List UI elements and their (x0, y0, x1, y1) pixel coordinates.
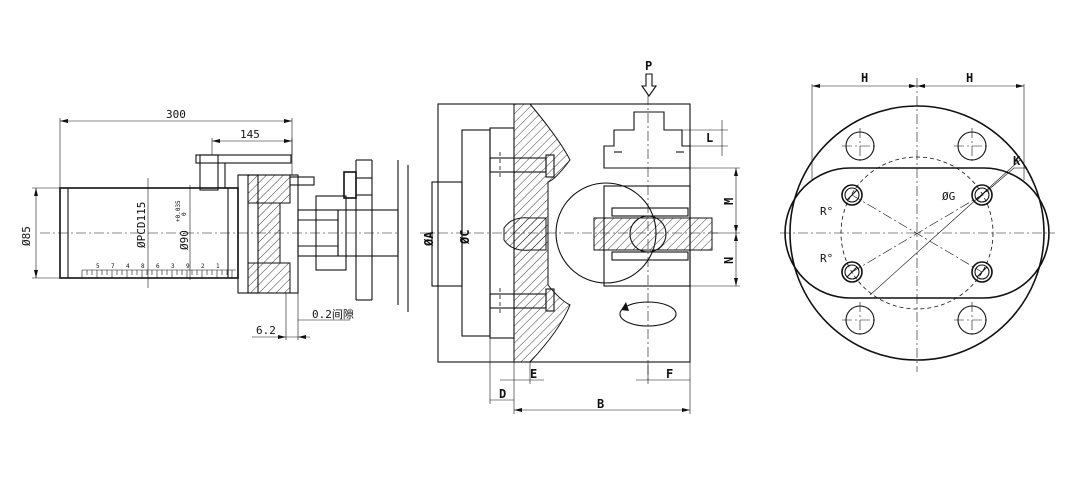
pcd-label: ØPCD115 (135, 202, 148, 248)
scale-number: 2 (201, 263, 205, 270)
dim-85-label: Ø85 (20, 226, 33, 246)
tol-plus-label: +0.035 (175, 200, 182, 222)
mount-hole (974, 264, 990, 280)
mount-hole (841, 261, 863, 283)
dia-c-label: ØC (458, 230, 472, 245)
h-left-label: H (861, 71, 868, 85)
d-label: D (499, 387, 506, 401)
scale-number: 8 (141, 263, 145, 270)
l-label: L (706, 131, 713, 145)
scale-number: 5 (96, 263, 100, 270)
e-label: E (530, 367, 537, 381)
dim-6-2-label: 6.2 (256, 324, 276, 337)
mount-hole (971, 184, 993, 206)
scale-number: 6 (156, 263, 160, 270)
dia-a-label: ØA (422, 231, 436, 247)
r-bottom-label: R° (820, 252, 833, 265)
mount-hole (844, 264, 860, 280)
bore-label: Ø90 (178, 230, 191, 250)
b-label: B (597, 397, 604, 411)
mount-hole (844, 187, 860, 203)
dia-g-label: ØG (942, 190, 955, 203)
r-top-label: R° (820, 205, 833, 218)
mount-hole (841, 184, 863, 206)
flange-front-view: H H K ØG R° R° (780, 71, 1055, 372)
p-label: P (645, 59, 652, 73)
tol-zero-label: 0 (181, 212, 188, 216)
dim-145-label: 145 (240, 128, 260, 141)
mount-hole (974, 187, 990, 203)
scale-number: 7 (111, 263, 115, 270)
n-label: N (722, 257, 736, 264)
scale-number: 1 (216, 263, 220, 270)
scale-number: 9 (186, 263, 190, 270)
f-label: F (666, 367, 673, 381)
m-label: M (722, 198, 736, 205)
gap-label: 0.2间隙 (312, 307, 354, 321)
dim-300-label: 300 (166, 108, 186, 121)
h-right-label: H (966, 71, 973, 85)
scale-number: 3 (171, 263, 175, 270)
k-label: K (1013, 154, 1021, 168)
scale-number: 4 (126, 263, 130, 270)
cylinder-side-view: 5 7 4 8 6 3 9 2 1 (20, 108, 409, 340)
mount-hole (971, 261, 993, 283)
flange-section-view: ØA ØC P L M N E F D B (420, 59, 740, 414)
